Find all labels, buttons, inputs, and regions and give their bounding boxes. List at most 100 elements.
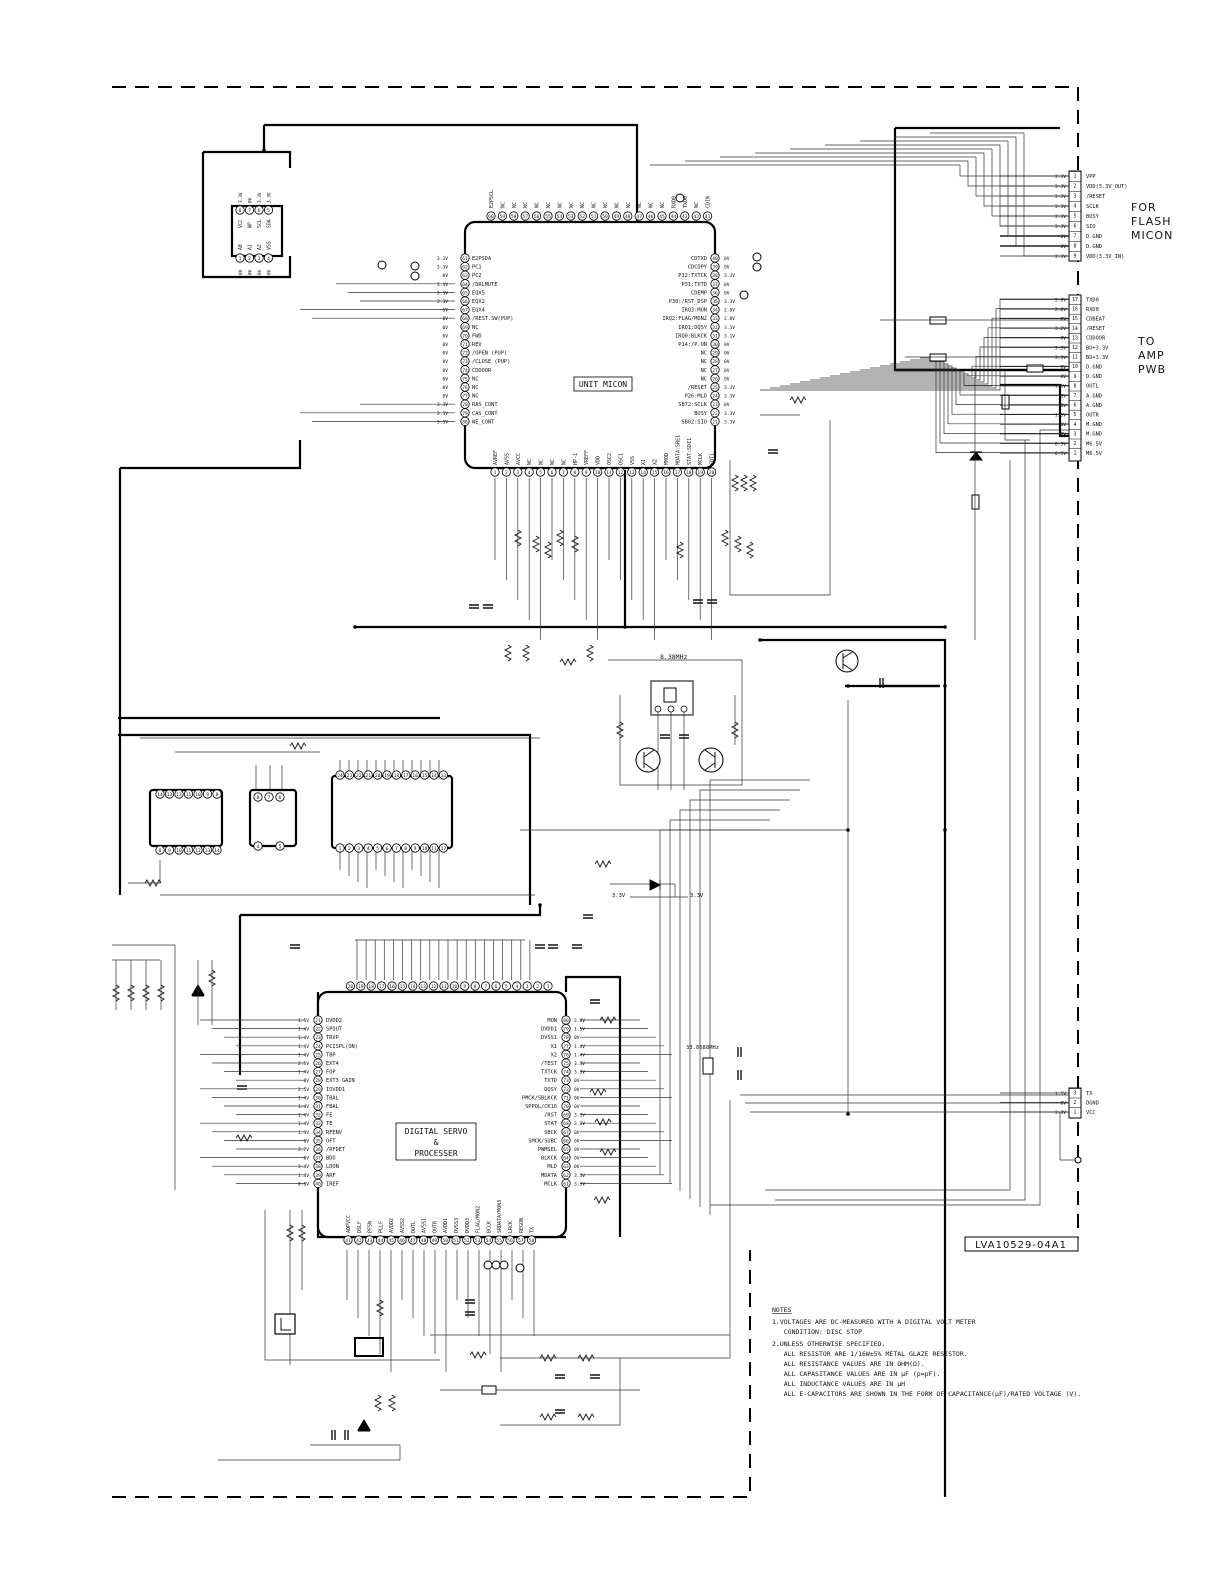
test-point [752,262,762,272]
dsp-top-pin [397,981,407,991]
resistor [539,1412,557,1422]
dsp-left-pin-num: 36 [315,1147,321,1153]
dout-pin-name: VCC [1086,1110,1096,1116]
junction [943,684,947,688]
eeprom-top-pin [263,205,274,215]
capacitor [679,734,689,739]
dsp-left-pin-num: 25 [315,1052,321,1058]
wire [610,883,676,897]
sram-pin-num: 2 [348,846,351,852]
dsp-bottom-pin [418,1235,429,1245]
dsp-right-pin [561,1178,571,1189]
micon-left-volt: 0V [442,333,448,339]
capacitor [290,944,300,949]
micon-top-pin-num: 51 [591,214,597,220]
micon-top-pin [691,211,701,221]
dram-pin [164,789,175,799]
micon-bottom-pin [672,467,683,477]
eeprom-top-pin-num: 7 [248,208,251,214]
resistor [577,1353,595,1363]
micon-right-pin-label: CDCOPY [688,265,708,271]
resistor [730,721,740,739]
micon-left-pin [460,416,470,426]
dram-pin [174,845,184,855]
dsp-top-pin-num: 19 [358,984,364,990]
wire [820,356,1069,379]
sram-pin-num: 20 [375,773,381,779]
sheet-border [112,86,1079,1498]
micon-right-pin-label: NC [701,359,707,365]
micon-right-volt: 0V [724,351,730,357]
sram-pin [438,770,448,780]
amp-pin-name: BU+3.3V [1086,355,1109,361]
flash2-pin-num: 7 [268,795,271,801]
wire [657,712,685,790]
resistor [144,878,162,888]
flash2-pin [264,792,274,802]
sram-pin-num: 6 [386,846,389,852]
dsp-left-pin-num: 28 [315,1078,321,1084]
junction [943,828,947,832]
sram-pin-num: 23 [347,773,353,779]
micon-top-pin-label: NC [512,202,518,208]
dsp-left-pin-label: TBP [326,1052,336,1058]
micon-right-volt: 0V [724,265,730,271]
dsp-top-pin-num: 10 [452,984,458,990]
dsp-right-pin-num: 78 [563,1035,569,1041]
amp-pin-no: 16 [1072,307,1078,313]
dsp-left-volt: 1.4V [298,1027,309,1033]
dout-pin-volt: 1.5V [1055,1091,1066,1097]
diode-right [969,451,983,461]
wire [264,1210,440,1361]
dsp-bottom-pin-num: 51 [453,1238,459,1244]
wire [120,440,302,470]
fuse-r1 [929,316,947,325]
capacitor [737,1047,742,1057]
dsp-top-pin [501,981,511,991]
micon-top-pin-num: 55 [545,214,551,220]
dsp-bottom-pin-label: AVSS2 [400,1218,406,1233]
micon-top-pin-label: NC [614,202,620,208]
note-line-5: ALL RESISTANCE VALUES ARE IN OHM(Ω). [772,1360,925,1368]
sram-pin [419,770,430,780]
micon-right-volt: 0V [724,368,730,374]
resistor [126,984,136,1002]
dsp-left-pin-label: FOP [326,1070,336,1076]
micon-left-pin-label: NC [472,394,478,400]
dsp-right-volt: 3.3V [574,1181,585,1187]
flash-pin-volt: 3.3V [1055,194,1066,200]
eeprom-bottom-volt: 0V [267,269,273,275]
dsp-right-pin-label: TXTCK [541,1070,558,1076]
eeprom-bottom-pin [235,253,245,263]
micon-left-volt: 0V [442,385,448,391]
dsp-bottom-pin [343,1235,353,1245]
flash2-pin-num: 4 [257,844,260,850]
sram-pin-num: 18 [394,773,400,779]
transistor-left [635,747,661,773]
micon-left-pin-label: PC1 [472,265,482,271]
dsp-right-pin-label: SPPOL/CK16 [525,1104,557,1110]
micon-right-pin-num: 38 [712,273,718,279]
micon-right-pin-num: 23 [712,402,718,408]
dsp-top-pin [470,981,480,991]
resistor [599,1147,617,1157]
dram-pin [202,789,213,799]
dram-pin [183,845,194,855]
micon-top-pin-num: 48 [625,214,631,220]
dsp-right-pin-label: DVSS1 [541,1035,557,1041]
dram-pin [164,845,175,855]
wire [689,799,790,1199]
dsp-right-pin-num: 80 [563,1018,569,1024]
wire [289,1210,303,1365]
micon-bottom-pin [535,467,546,477]
micon-bottom-pin-label: STAT:SDI1 [687,438,693,465]
dsp-bottom-pin [505,1235,515,1245]
dsp-right-volt: 0V [574,1035,580,1041]
flash2-pin-num: 8 [257,795,260,801]
wire [240,905,542,917]
cap-bank [354,1337,384,1357]
dsp-bottom-pin [462,1235,472,1245]
dsp-right-volt: 3.3V [574,1121,585,1127]
wire [800,337,1069,383]
